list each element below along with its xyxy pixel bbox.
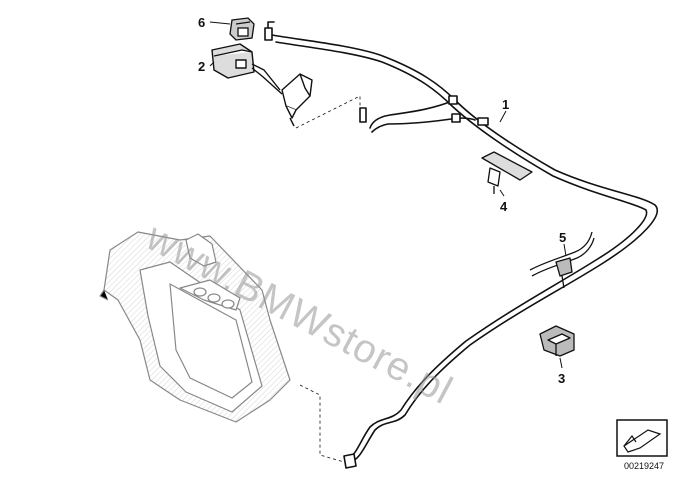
callout-5: 5	[559, 230, 567, 245]
callout-3: 3	[558, 371, 566, 386]
callout-6: 6	[198, 15, 206, 30]
clip-6	[229, 17, 255, 41]
callout-2: 2	[198, 59, 206, 74]
callout-4: 4	[500, 199, 508, 214]
nozzle-heater-unit	[211, 43, 283, 95]
hose-holder-5	[529, 231, 595, 289]
diagram-id: 00219247	[624, 461, 665, 471]
label-ticks	[209, 21, 567, 369]
arrow-icon	[616, 419, 668, 457]
washer-reservoir	[99, 231, 291, 423]
callout-1: 1	[502, 97, 510, 112]
clip-3	[539, 325, 575, 357]
washer-nozzle	[281, 73, 313, 127]
washer-hose	[264, 21, 658, 469]
leader-lines	[295, 95, 361, 463]
clip-4	[481, 151, 533, 194]
